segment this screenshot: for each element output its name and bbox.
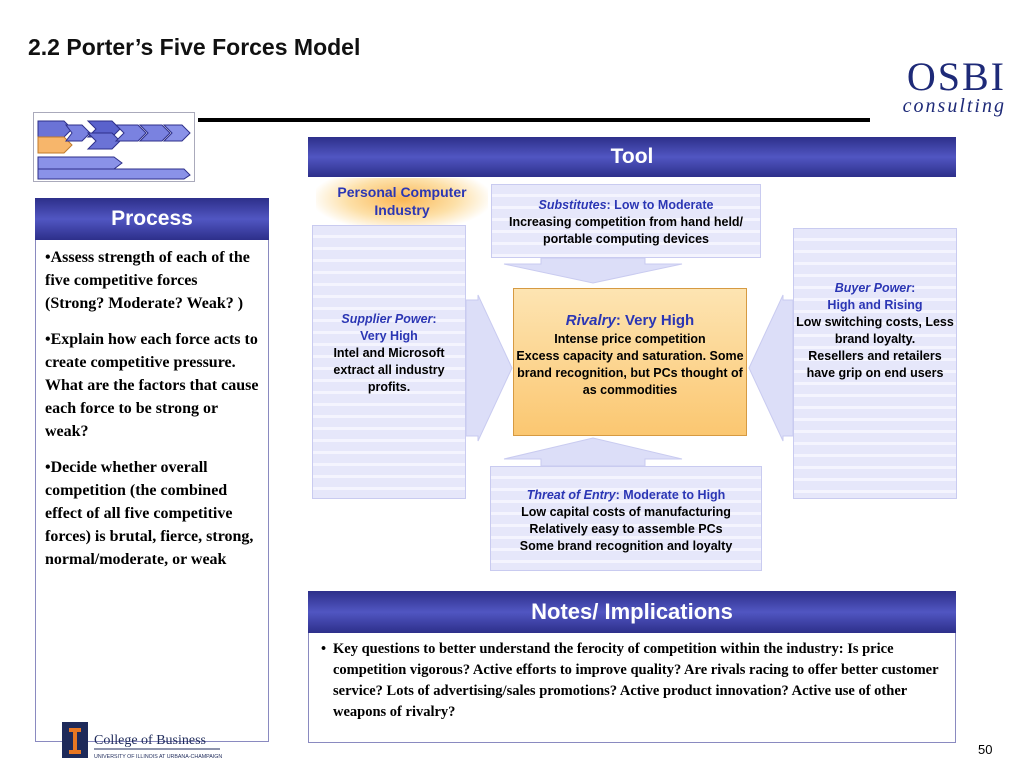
logo-subtext: consulting bbox=[902, 95, 1006, 117]
entry-line: Low capital costs of manufacturing bbox=[521, 505, 731, 519]
force-arrows bbox=[465, 257, 794, 467]
rivalry-label: Rivalry bbox=[565, 312, 616, 329]
osbi-logo: OSBI consulting bbox=[886, 54, 1006, 117]
entry-line: Some brand recognition and loyalty bbox=[519, 539, 733, 553]
buyer-rating: High and Rising bbox=[827, 298, 923, 312]
rivalry-rating: : Very High bbox=[615, 312, 695, 329]
buyer-label: Buyer Power bbox=[834, 281, 912, 295]
title-rule bbox=[198, 118, 870, 122]
rivalry-line: Intense price competition bbox=[554, 332, 706, 346]
college-of-business-logo: College of Business UNIVERSITY OF ILLINO… bbox=[62, 722, 222, 760]
process-item-assess: •Assess strength of each of the five com… bbox=[45, 249, 250, 312]
rivalry-line: Excess capacity and saturation. Some bra… bbox=[516, 349, 744, 397]
page-number: 50 bbox=[978, 742, 993, 757]
arrow-up-icon bbox=[503, 437, 683, 467]
industry-label: Personal Computer Industry bbox=[316, 178, 488, 230]
arrow-left-icon bbox=[748, 294, 794, 442]
supplier-text: Intel and Microsoft extract all industry… bbox=[333, 346, 445, 394]
rivalry-box: Rivalry: Very High Intense price competi… bbox=[513, 288, 747, 436]
notes-bullet: • bbox=[321, 641, 327, 657]
arrow-down-icon bbox=[503, 257, 683, 284]
substitutes-box: Substitutes: Low to Moderate Increasing … bbox=[491, 184, 761, 258]
process-list: •Assess strength of each of the five com… bbox=[35, 240, 269, 742]
entry-label: Threat of Entry bbox=[526, 488, 616, 502]
entry-rating: : Moderate to High bbox=[615, 488, 726, 502]
supplier-rating: Very High bbox=[360, 329, 418, 343]
process-flow-icon bbox=[37, 120, 191, 180]
threat-of-entry-box: Threat of Entry: Moderate to High Low ca… bbox=[490, 466, 762, 571]
buyer-line: Resellers and retailers bbox=[808, 349, 942, 363]
substitutes-rating: : Low to Moderate bbox=[606, 198, 714, 212]
page-title: 2.2 Porter’s Five Forces Model bbox=[28, 34, 361, 60]
buyer-line: Low switching costs, Less brand loyalty. bbox=[796, 315, 954, 346]
process-thumbnail bbox=[33, 112, 195, 182]
arrow-right-icon bbox=[465, 294, 513, 442]
university-name: UNIVERSITY OF ILLINOIS AT URBANA-CHAMPAI… bbox=[94, 754, 222, 760]
buyer-line: have grip on end users bbox=[806, 366, 944, 380]
buyer-power-box: Buyer Power: High and Rising Low switchi… bbox=[793, 228, 957, 499]
college-name: College of Business bbox=[94, 733, 206, 748]
process-item-decide: •Decide whether overall competition (the… bbox=[45, 459, 254, 568]
process-header: Process bbox=[35, 198, 269, 240]
notes-header: Notes/ Implications bbox=[308, 591, 956, 633]
tool-header: Tool bbox=[308, 137, 956, 177]
process-item-explain: •Explain how each force acts to create c… bbox=[45, 331, 259, 440]
notes-text: Key questions to better understand the f… bbox=[333, 641, 939, 720]
buyer-colon: : bbox=[911, 281, 916, 295]
substitutes-label: Substitutes bbox=[538, 198, 607, 212]
notes-content: • Key questions to better understand the… bbox=[308, 633, 956, 743]
logo-text: OSBI bbox=[906, 54, 1006, 99]
entry-line: Relatively easy to assemble PCs bbox=[529, 522, 723, 536]
supplier-power-box: Supplier Power: Very High Intel and Micr… bbox=[312, 225, 466, 499]
substitutes-text: Increasing competition from hand held/ p… bbox=[508, 215, 744, 246]
supplier-colon: : bbox=[432, 312, 437, 326]
supplier-label: Supplier Power bbox=[341, 312, 433, 326]
